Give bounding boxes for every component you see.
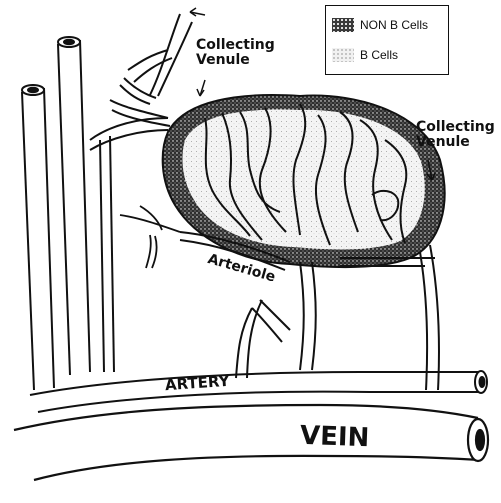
collecting-venule-right-text: Collecting Venule — [416, 120, 496, 151]
collecting-venule-top-label: Collecting Venule — [196, 38, 306, 69]
collecting-venule-right-label: Collecting Venule — [416, 120, 500, 151]
legend-label-b-cells: B Cells — [360, 48, 398, 62]
left-vertical-vessels — [22, 37, 168, 390]
collecting-venule-top-text: Collecting Venule — [196, 38, 286, 69]
vein-vessel — [14, 405, 488, 480]
legend: NON B Cells B Cells — [325, 5, 449, 75]
central-trunk — [236, 262, 316, 378]
b-cells-swatch — [332, 48, 354, 62]
arteriole-twigs — [120, 206, 180, 268]
legend-label-non-b-cells: NON B Cells — [360, 18, 428, 32]
non-b-cells-swatch — [332, 18, 354, 32]
right-side-vessels — [340, 245, 439, 390]
vein-label: VEIN — [300, 423, 370, 451]
legend-item-b-cells: B Cells — [332, 48, 398, 62]
legend-item-non-b-cells: NON B Cells — [332, 18, 428, 32]
artery-label: ARTERY — [165, 374, 230, 393]
collecting-venule-top-twigs — [110, 14, 192, 126]
